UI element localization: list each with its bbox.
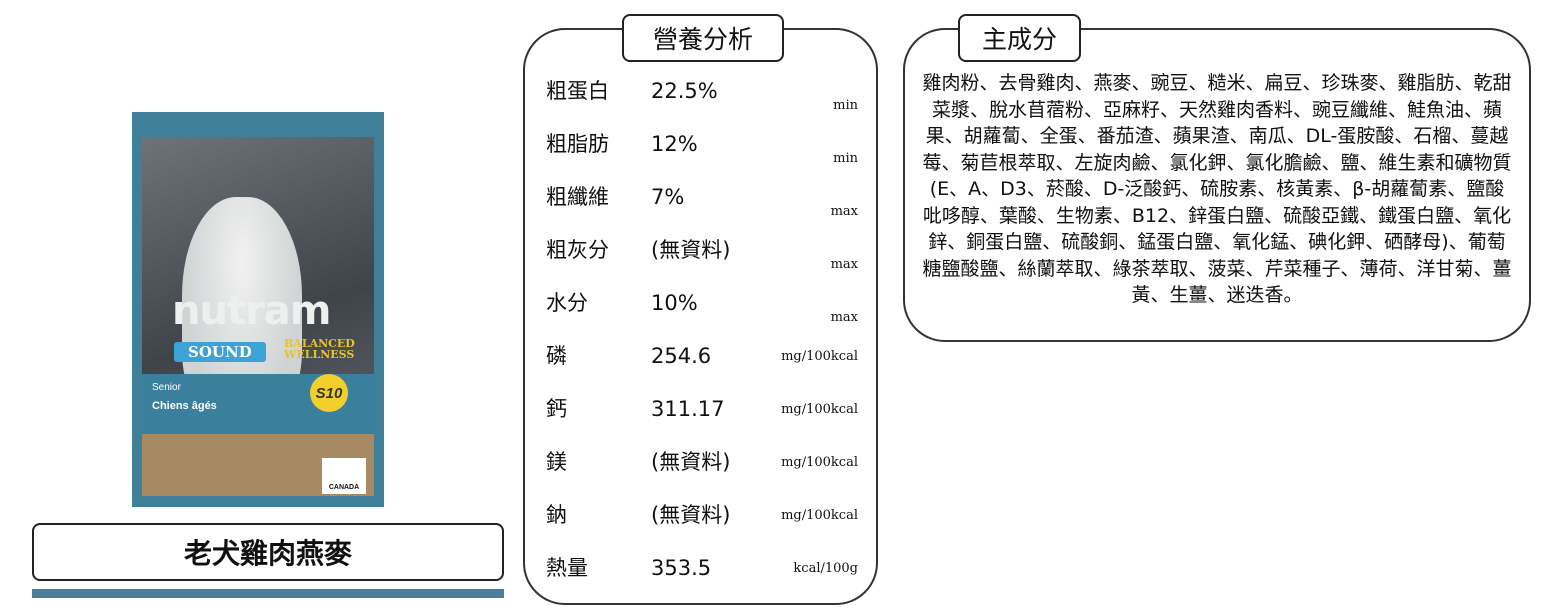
- nutrition-row: 粗纖維 7% max: [546, 184, 858, 237]
- nutrient-label: 粗蛋白: [546, 79, 609, 103]
- accent-bar: [32, 589, 504, 598]
- nutrient-unit: max: [830, 204, 858, 219]
- product-code-badge: S10: [310, 374, 348, 412]
- nutrient-unit: min: [833, 151, 858, 166]
- nutrient-value: (無資料): [651, 238, 731, 262]
- nutrient-label: 鈉: [546, 503, 567, 527]
- nutrient-value: 254.6: [651, 344, 712, 368]
- ingredients-text: 雞肉粉、去骨雞肉、燕麥、豌豆、糙米、扁豆、珍珠麥、雞脂肪、乾甜菜漿、脫水苜蓿粉、…: [922, 72, 1512, 306]
- nutrition-row: 熱量 353.5 kcal/100g: [546, 555, 858, 608]
- nutrient-label: 熱量: [546, 556, 588, 580]
- nutrient-value: 311.17: [651, 397, 725, 421]
- nutrient-unit: mg/100kcal: [781, 349, 858, 364]
- nutrient-unit: max: [830, 310, 858, 325]
- ingredients-panel: [903, 28, 1531, 342]
- nutrient-unit: mg/100kcal: [781, 455, 858, 470]
- nutrition-row: 粗脂肪 12% min: [546, 131, 858, 184]
- nutrient-unit: kcal/100g: [793, 561, 858, 576]
- nutrition-row: 粗蛋白 22.5% min: [546, 78, 858, 131]
- nutrient-value: (無資料): [651, 450, 731, 474]
- brand-logo: nutram: [172, 288, 331, 334]
- nutrient-label: 鈣: [546, 397, 567, 421]
- nutrient-value: 22.5%: [651, 79, 718, 103]
- nutrient-label: 水分: [546, 291, 588, 315]
- nutrient-value: (無資料): [651, 503, 731, 527]
- nutrient-unit: mg/100kcal: [781, 508, 858, 523]
- nutrient-unit: min: [833, 98, 858, 113]
- product-name: 老犬雞肉燕麥: [32, 523, 504, 581]
- product-line: SOUND: [174, 342, 266, 362]
- nutrient-value: 353.5: [651, 556, 712, 580]
- nutrition-title: 營養分析: [622, 14, 784, 62]
- nutrition-row: 鈉 (無資料) mg/100kcal: [546, 502, 858, 555]
- origin-badge: CANADA: [322, 458, 366, 494]
- ingredients-title: 主成分: [958, 14, 1081, 62]
- nutrition-row: 水分 10% max: [546, 290, 858, 343]
- nutrient-value: 7%: [651, 185, 685, 209]
- nutrient-label: 粗纖維: [546, 185, 609, 209]
- nutrient-label: 磷: [546, 344, 567, 368]
- tagline: BALANCED WELLNESS: [284, 337, 355, 361]
- nutrient-value: 10%: [651, 291, 698, 315]
- nutrition-row: 鎂 (無資料) mg/100kcal: [546, 449, 858, 502]
- nutrient-value: 12%: [651, 132, 698, 156]
- nutrition-row: 磷 254.6 mg/100kcal: [546, 343, 858, 396]
- nutrition-row: 粗灰分 (無資料) max: [546, 237, 858, 290]
- nutrient-unit: max: [830, 257, 858, 272]
- nutrient-label: 鎂: [546, 450, 567, 474]
- nutrition-row: 鈣 311.17 mg/100kcal: [546, 396, 858, 449]
- nutrient-label: 粗脂肪: [546, 132, 609, 156]
- nutrient-label: 粗灰分: [546, 238, 609, 262]
- nutrient-unit: mg/100kcal: [781, 402, 858, 417]
